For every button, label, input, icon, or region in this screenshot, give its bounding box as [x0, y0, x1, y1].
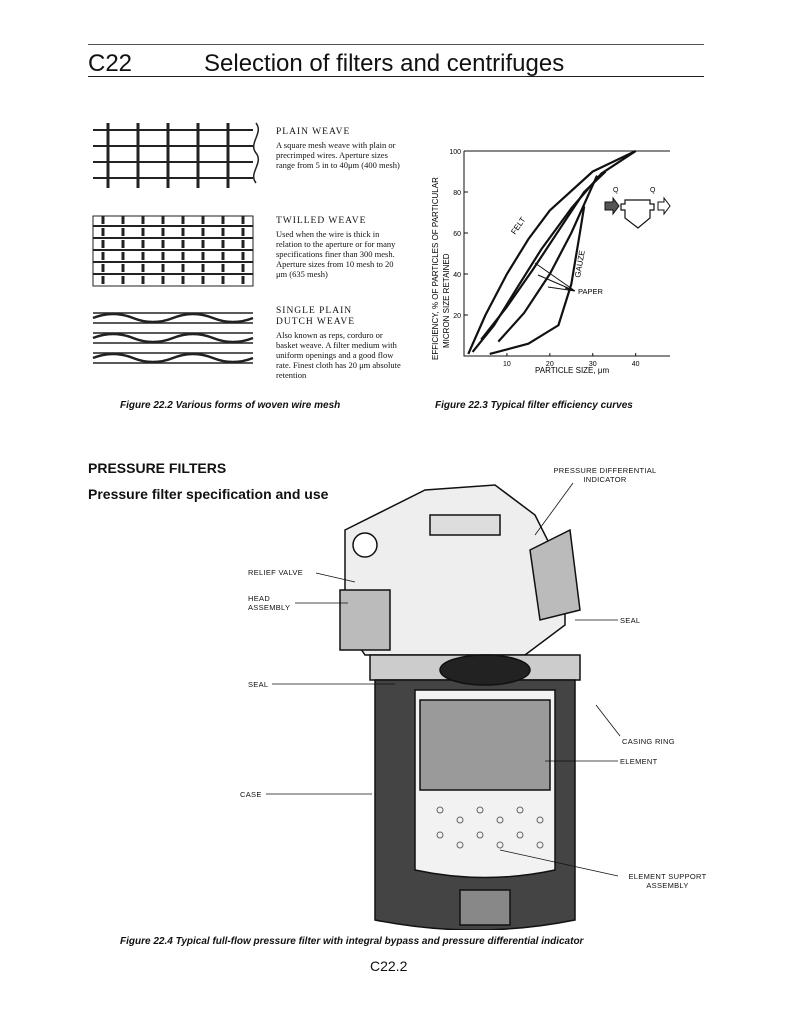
y-tick-label: 20	[453, 313, 461, 320]
figure-22-4-caption: Figure 22.4 Typical full-flow pressure f…	[120, 936, 584, 947]
plain-weave-image	[93, 122, 259, 188]
x-tick-label: 20	[546, 361, 554, 368]
section-code: C22	[88, 50, 133, 77]
label-seal-left: SEAL	[248, 680, 269, 689]
section-subheading: Pressure filter specification and use	[88, 486, 329, 502]
label-head-assembly: HEAD ASSEMBLY	[248, 594, 291, 612]
paper-pointer-lines	[534, 262, 576, 292]
page-number: C22.2	[370, 958, 408, 974]
pressure-filter-cutaway-illustration	[339, 484, 581, 930]
label-pressure-differential-indicator: PRESSURE DIFFERENTIAL INDICATOR	[553, 466, 657, 484]
y-tick-label: 80	[453, 190, 461, 197]
twilled-weave-title: TWILLED WEAVE	[276, 216, 367, 226]
chart-axes	[463, 150, 670, 357]
flow-out-arrow-icon	[657, 196, 671, 216]
efficiency-chart: 10 20 30 40 20 40 60 80 100 EFFICIENCY, % OF PAR…	[431, 149, 671, 375]
curve-paper	[471, 150, 637, 353]
plain-weave-desc: A square mesh weave with plain or precri…	[276, 140, 400, 170]
label-relief-valve: RELIEF VALVE	[248, 568, 304, 577]
flow-in-arrow-icon	[604, 196, 620, 216]
header-rule	[88, 76, 704, 77]
twilled-weave-desc: Used when the wire is thick in relation …	[276, 229, 396, 279]
filter-symbol-icon	[620, 199, 655, 229]
curve-felt	[467, 150, 637, 355]
gauze-label: GAUZE	[573, 250, 587, 279]
x-tick-label: 10	[503, 361, 511, 368]
page-title: Selection of filters and centrifuges	[204, 50, 565, 77]
curve-gauze	[489, 206, 586, 356]
label-case: CASE	[240, 790, 262, 799]
q-out-label: Q	[650, 187, 656, 194]
label-seal-right: SEAL	[620, 616, 641, 625]
dutch-weave-image	[92, 312, 254, 364]
x-axis-label: PARTICLE SIZE, μm	[535, 366, 609, 375]
section-heading: PRESSURE FILTERS	[88, 460, 227, 476]
y-tick-label: 40	[453, 272, 461, 279]
felt-label: FELT	[509, 215, 527, 236]
dutch-weave-title: SINGLE PLAIN DUTCH WEAVE	[276, 306, 355, 327]
label-casing-ring: CASING RING	[622, 737, 675, 746]
curve-paper	[480, 170, 607, 341]
dutch-weave-desc: Also known as reps, corduro or basket we…	[276, 330, 401, 380]
x-tick-label: 30	[589, 361, 597, 368]
label-element: ELEMENT	[620, 757, 658, 766]
plain-weave-title: PLAIN WEAVE	[276, 127, 351, 137]
label-element-support-assembly: ELEMENT SUPPORT ASSEMBLY	[628, 872, 707, 890]
figure-22-2-caption: Figure 22.2 Various forms of woven wire …	[120, 400, 341, 411]
twilled-weave-image	[92, 215, 254, 287]
y-axis-label-2: MICRON SIZE RETAINED	[442, 253, 451, 348]
top-rule	[88, 44, 704, 45]
y-axis-label: EFFICIENCY, % OF PARTICLES OF PARTICULAR	[431, 177, 440, 360]
y-tick-label: 60	[453, 231, 461, 238]
x-tick-label: 40	[632, 361, 640, 368]
figure-22-3-caption: Figure 22.3 Typical filter efficiency cu…	[435, 400, 633, 411]
paper-label: PAPER	[578, 287, 603, 296]
curve-paper	[497, 175, 599, 343]
q-in-label: Q	[613, 187, 619, 194]
y-tick-label: 100	[449, 149, 461, 156]
woven-mesh-illustrations	[92, 122, 259, 364]
